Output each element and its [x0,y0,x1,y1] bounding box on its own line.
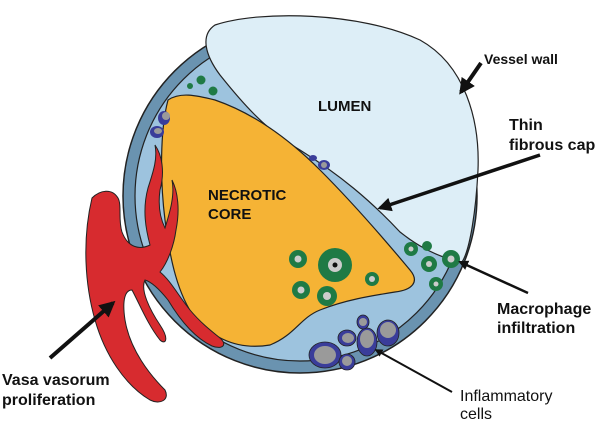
label-inflammatory-line1: Inflammatory [460,388,552,405]
label-vasa-vasorum-line2: proliferation [2,392,95,409]
vasa-vasorum-arrow [48,300,116,360]
inflammatory-cells [150,111,400,371]
vasa-vasorum [85,144,225,403]
label-vasa-vasorum-line1: Vasa vasorum [2,372,110,389]
label-vessel-wall: Vessel wall [484,51,558,67]
label-macrophage-line2: infiltration [497,320,575,337]
label-thin-fibrous-cap-line1: Thin [509,117,543,134]
necrotic-core-label-line1: NECROTIC [208,187,287,204]
lumen-label: LUMEN [318,98,371,115]
label-macrophage-line1: Macrophage [497,301,591,318]
vessel-wall-arrow [459,61,483,95]
inflammatory-arrow [374,349,453,393]
macrophage-arrow [458,260,529,295]
label-inflammatory-line2: cells [460,406,492,421]
macrophages [187,75,460,306]
fibrous-cap-arrow [377,153,541,212]
necrotic-core-label-line2: CORE [208,206,251,223]
label-thin-fibrous-cap-line2: fibrous cap [509,137,595,154]
